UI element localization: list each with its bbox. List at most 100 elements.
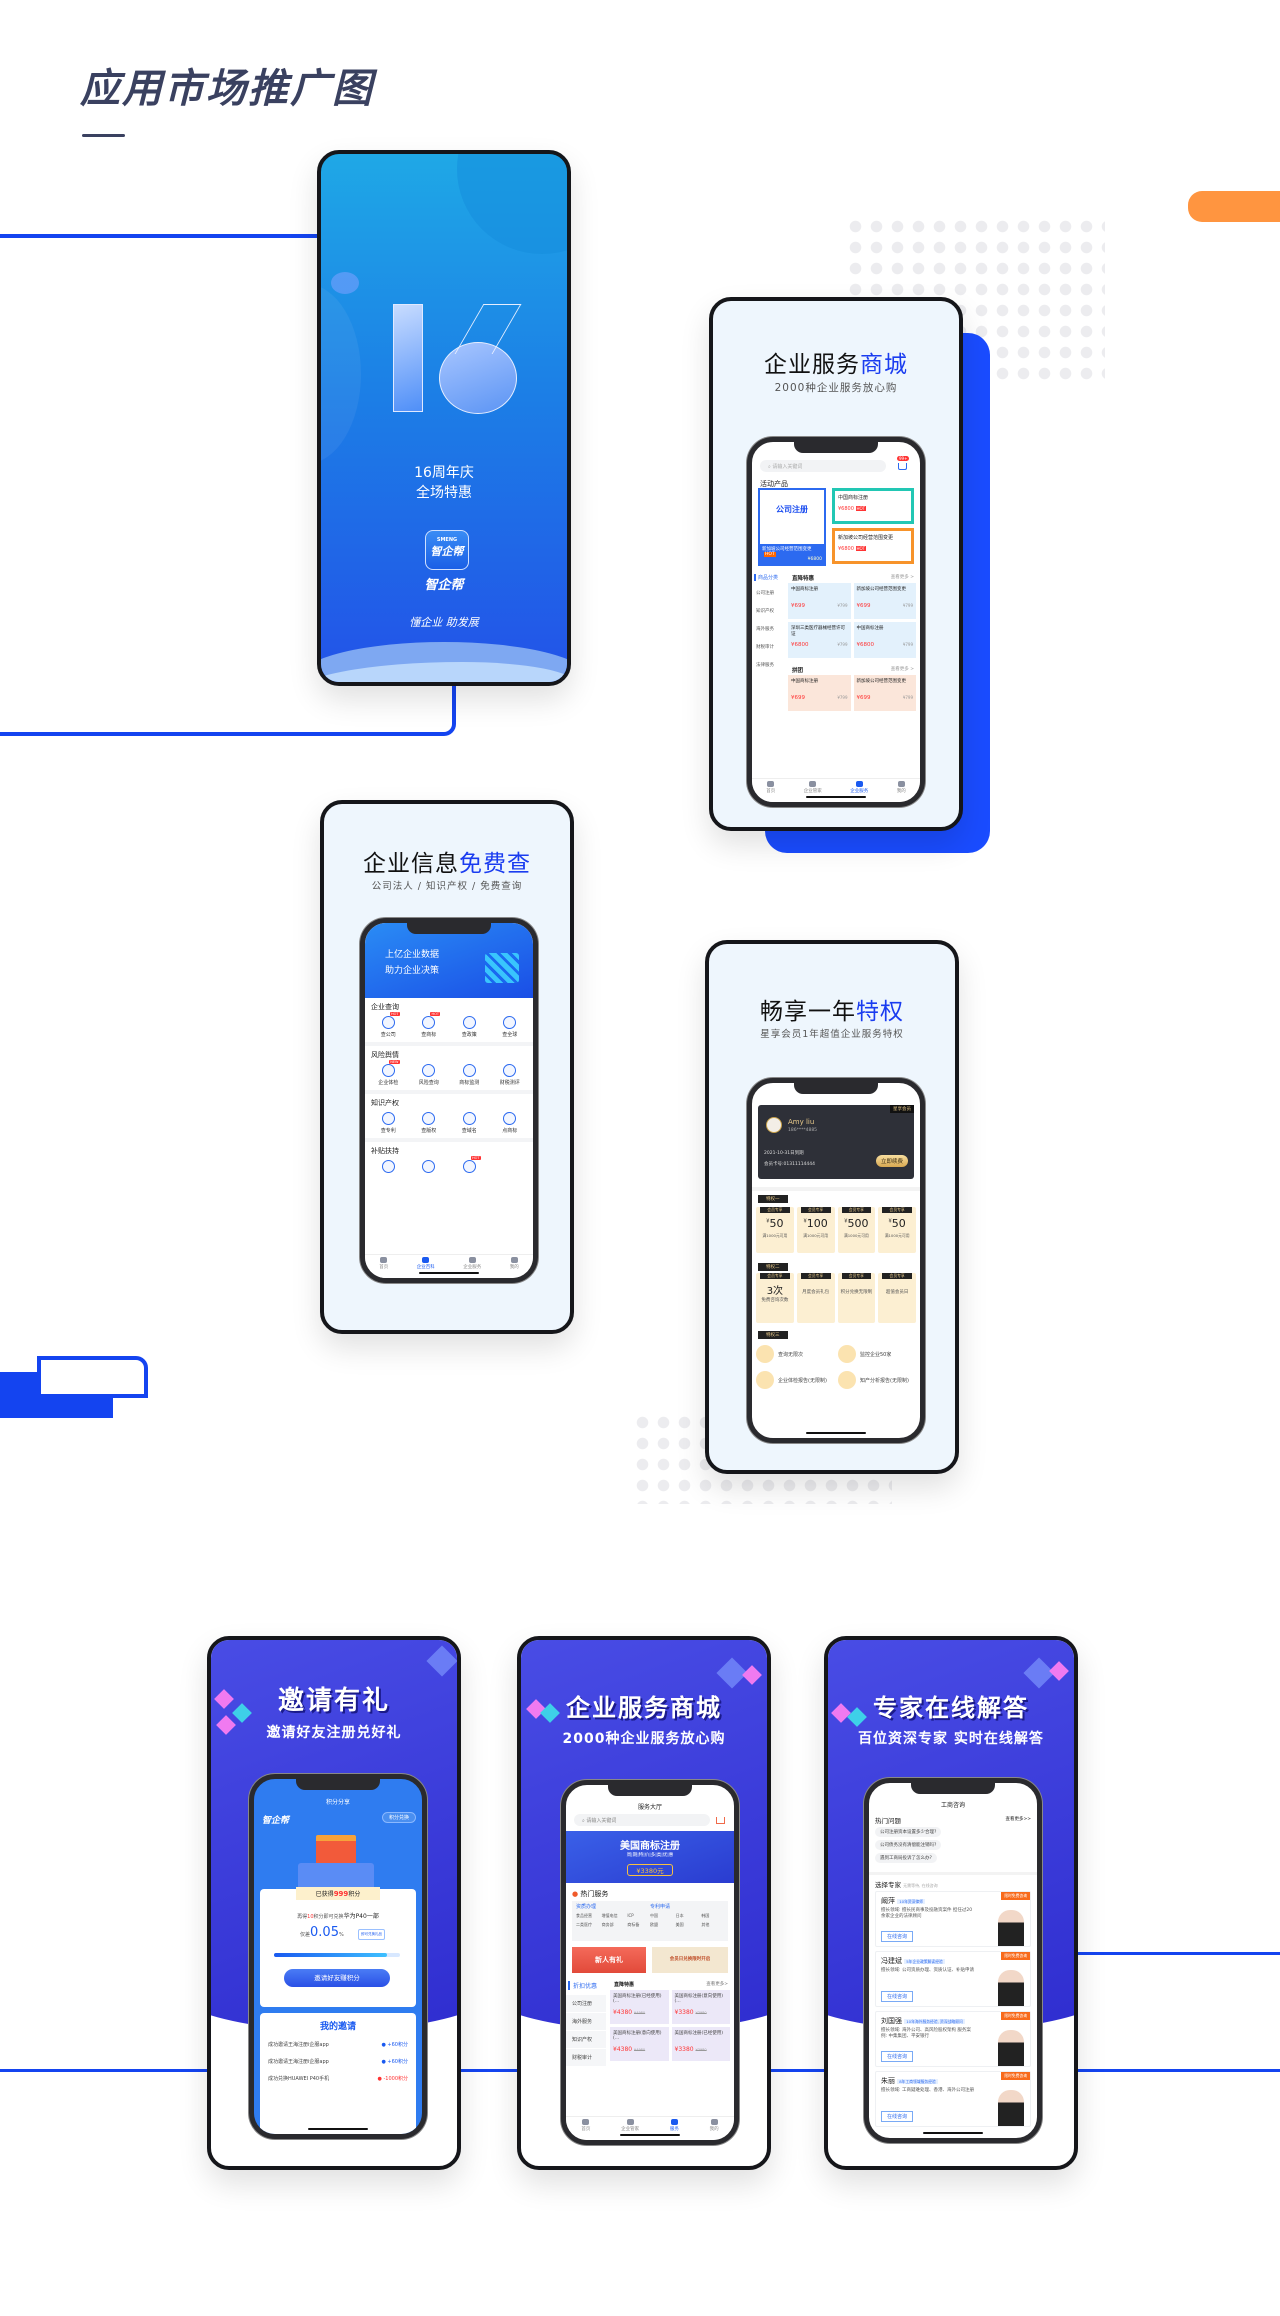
perk[interactable]: 会员专享积分兑换无限制 <box>837 1273 876 1323</box>
hot-service-item[interactable]: ICP <box>627 1913 634 1918</box>
new-user-gift-banner[interactable]: 新人有礼 <box>572 1947 646 1973</box>
more-link[interactable]: 查看更多>> <box>1005 1817 1031 1822</box>
grid-item[interactable]: 查域名 <box>450 1112 489 1134</box>
sidebar-item[interactable]: 海外服务 <box>566 2013 606 2031</box>
consult-button[interactable]: 在线咨询 <box>881 2111 914 2122</box>
tab-2[interactable]: 企业服务 <box>463 1257 481 1270</box>
grid-item[interactable]: 财税测评 <box>491 1064 530 1086</box>
service-item[interactable]: 监控企业50家 <box>838 1345 916 1363</box>
member-day-banner[interactable]: 会员日兑换限时开启 <box>652 1947 728 1973</box>
hot-service-item[interactable]: 商标备 <box>627 1922 640 1927</box>
sidebar-item[interactable]: 公司注册 <box>566 1995 606 2013</box>
grid-item[interactable]: 查专利 <box>369 1112 408 1134</box>
perk[interactable]: 会员专享月度会员礼包 <box>796 1273 835 1323</box>
deal-item[interactable]: 中国商标注册¥6800¥799 <box>853 622 916 658</box>
tab-1[interactable]: 企业管家 <box>804 781 822 794</box>
deal-item[interactable]: 美国商标注册(已经使用)¥3380 ¥3980 <box>671 2027 730 2061</box>
tab-3[interactable]: 我的 <box>897 781 906 794</box>
tab-3[interactable]: 我的 <box>710 2119 719 2132</box>
hot-service-item[interactable]: 食品经营 <box>576 1913 592 1918</box>
promo-main[interactable]: 公司注册 新加坡公司经营范围变更 HOT ¥6800 <box>758 488 826 566</box>
hot-service-item[interactable]: 日本 <box>675 1913 684 1918</box>
grid-item[interactable] <box>369 1160 408 1175</box>
sidebar-item[interactable]: 公司注册 <box>756 591 774 596</box>
sidebar-active[interactable]: 商品分类 <box>754 574 778 581</box>
sidebar-item[interactable]: 知识产权 <box>566 2031 606 2049</box>
consult-button[interactable]: 在线咨询 <box>881 1991 914 2002</box>
hot-service-item[interactable]: 商务部 <box>601 1922 614 1927</box>
hot-service-item[interactable]: 韩国 <box>701 1913 710 1918</box>
grid-item[interactable] <box>410 1160 449 1175</box>
tab-0[interactable]: 首页 <box>581 2119 590 2132</box>
tab-1[interactable]: 企业管家 <box>621 2119 639 2132</box>
perk[interactable]: 会员专享超值会员日 <box>878 1273 916 1323</box>
tab-2[interactable]: 企业服务 <box>850 781 868 794</box>
grid-item[interactable]: 商标监测 <box>450 1064 489 1086</box>
more-link[interactable]: 查看更多 > <box>890 667 914 672</box>
exchange-button[interactable]: 积分兑换 <box>381 1812 416 1823</box>
deal-item[interactable]: 美国商标注册(已经使用)(…¥4380 ¥4980 <box>610 1990 669 2024</box>
hot-question[interactable]: 公司债务没有清偿能注销吗? <box>875 1840 942 1850</box>
invite-friends-button[interactable]: 邀请好友赚积分 <box>284 1969 390 1987</box>
deal-item[interactable]: 美国商标注册(意向使用)(…¥4380 ¥4980 <box>610 2027 669 2061</box>
deal-item[interactable]: 深圳三类医疗器械经营许可证¥6800¥799 <box>788 622 851 658</box>
grid-item[interactable]: 点商标 <box>491 1112 530 1134</box>
grid-item[interactable]: HOT <box>450 1156 489 1175</box>
hot-service-item[interactable]: 欧盟 <box>650 1922 658 1927</box>
sidebar-item[interactable]: 财税审计 <box>566 2049 606 2067</box>
promo-card[interactable]: 中国商标注册¥6800 HOT <box>832 488 914 524</box>
consult-button[interactable]: 在线咨询 <box>881 1931 914 1942</box>
hot-service-item[interactable]: 美国 <box>675 1922 684 1927</box>
hot-service-item[interactable]: 中国 <box>650 1913 658 1918</box>
grid-item[interactable]: 查全球 <box>491 1016 530 1038</box>
sidebar-item[interactable]: 法律服务 <box>756 663 774 668</box>
deal-item[interactable]: 中国商标注册¥699¥799 <box>788 675 851 711</box>
hot-question[interactable]: 遇到工商局投诉了怎么办? <box>875 1853 937 1863</box>
promo-card[interactable]: 新加坡公司经营范围变更¥6800 HOT <box>832 528 914 564</box>
cart-icon[interactable] <box>716 1817 725 1824</box>
hot-service-item[interactable]: 增值电信 <box>601 1913 618 1918</box>
search-input[interactable]: ⌕ 请输入关键词 <box>574 1814 710 1826</box>
hot-question[interactable]: 公司注册资本设置多少合理? <box>875 1827 942 1837</box>
consult-button[interactable]: 在线咨询 <box>881 2051 914 2062</box>
tab-2[interactable]: 服务 <box>670 2119 679 2132</box>
grid-item[interactable]: 查版权 <box>410 1112 449 1134</box>
hot-service-item[interactable]: 其他 <box>701 1922 710 1927</box>
deal-price: ¥3380 <box>674 2046 696 2053</box>
grid-item[interactable]: 风险查询 <box>410 1064 449 1086</box>
service-item[interactable]: 查询无限次 <box>756 1345 834 1363</box>
deal-item[interactable]: 中国商标注册¥699¥799 <box>788 583 851 619</box>
more-link[interactable]: 查看更多> <box>706 1982 728 1987</box>
sidebar-item[interactable]: 知识产权 <box>756 609 774 614</box>
service-item[interactable]: 企业体检报告(无限制) <box>756 1371 834 1389</box>
service-item[interactable]: 知产分析报告(无限制) <box>838 1371 916 1389</box>
more-link[interactable]: 查看更多 > <box>890 575 914 580</box>
sidebar-item[interactable]: 财税审计 <box>756 645 774 650</box>
cart-icon[interactable] <box>898 463 907 470</box>
grid-item[interactable]: 查政策 <box>450 1016 489 1038</box>
tab-0[interactable]: 首页 <box>766 781 775 794</box>
hot-service-item[interactable]: 二类医疗 <box>576 1922 592 1927</box>
renew-button[interactable]: 立即续费 <box>875 1155 908 1167</box>
deal-item[interactable]: 新加坡公司经营范围变更¥699¥799 <box>853 583 916 619</box>
tab-3[interactable]: 我的 <box>510 1257 519 1270</box>
search-input[interactable]: ⌕ 请输入关键词 <box>760 460 886 472</box>
sidebar-item[interactable]: 海外服务 <box>756 627 774 632</box>
promo-banner[interactable]: 美国商标注册 周|期|特|价|多|类|优|惠 ¥3380元 <box>566 1831 734 1883</box>
gift-hint-button[interactable]: 即可兑换礼品 <box>358 1929 385 1940</box>
deal-item[interactable]: 美国商标注册(意向使用)(…¥3380 ¥3980 <box>671 1990 730 2024</box>
deal-old-price: ¥3980 <box>695 2011 707 2015</box>
sidebar-active[interactable]: 折扣优惠 <box>568 1981 597 1990</box>
title-highlight: 免费查 <box>459 851 531 877</box>
deal-item[interactable]: 新加坡公司经营范围变更¥699¥799 <box>853 675 916 711</box>
tab-1[interactable]: 企业百科 <box>417 1257 435 1270</box>
tab-0[interactable]: 首页 <box>379 1257 388 1270</box>
